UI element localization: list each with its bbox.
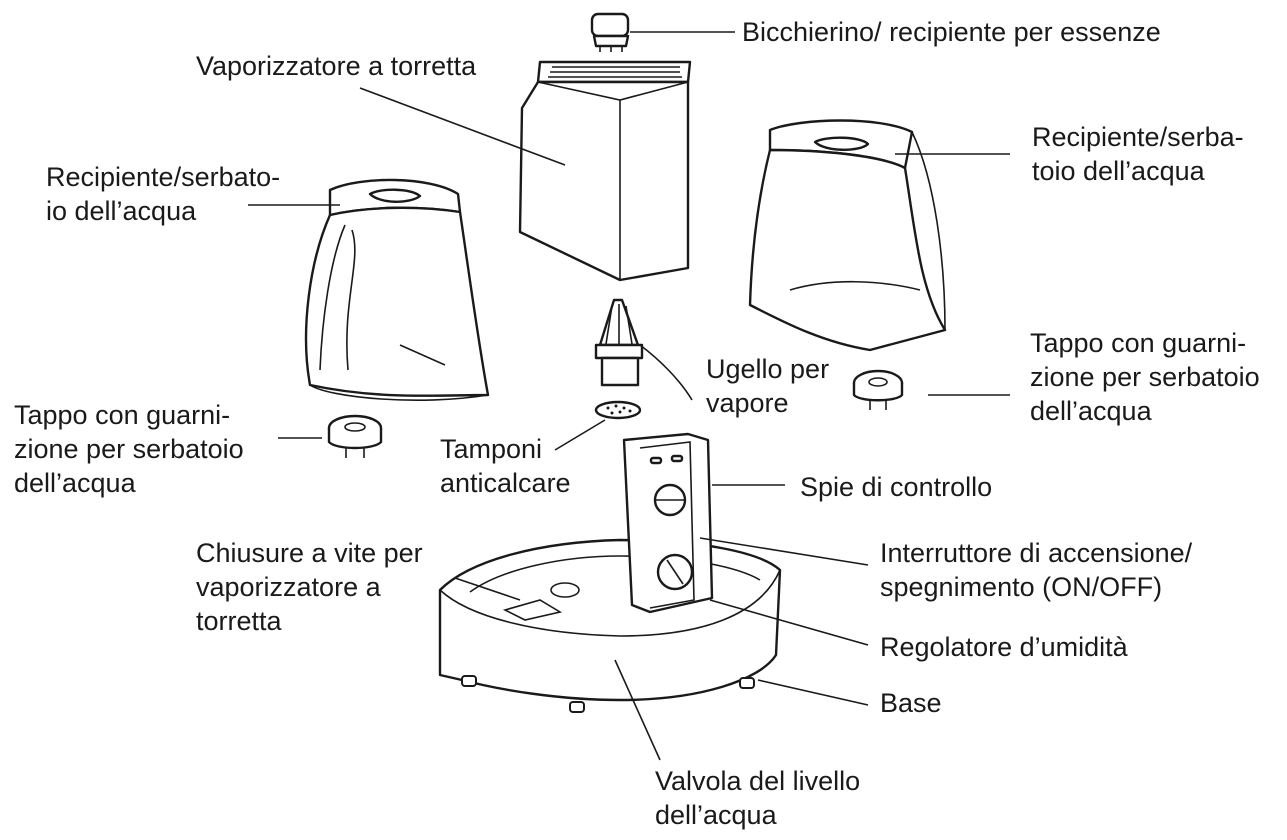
- label-control-lights: Spie di controllo: [800, 472, 993, 502]
- label-anti-scale-pads: Tamponi anticalcare: [440, 434, 571, 498]
- label-tank-right: Recipiente/serba- toio dell’acqua: [1032, 122, 1244, 186]
- steam-nozzle-drawing: [594, 298, 644, 387]
- base-unit-drawing: [438, 538, 782, 713]
- leader-lines: [248, 31, 1010, 761]
- label-steam-nozzle: Ugello per vapore: [706, 354, 830, 418]
- label-turret-vaporizer: Vaporizzatore a torretta: [196, 51, 477, 81]
- label-water-level-valve: Valvola del livello dell’acqua: [655, 766, 861, 830]
- left-cap-drawing: [327, 414, 383, 458]
- label-essence-cup: Bicchierino/ recipiente per essenze: [742, 17, 1161, 47]
- label-cap-right: Tappo con guarni- zione per serbatoio de…: [1030, 328, 1260, 426]
- right-water-tank-drawing: [748, 119, 947, 352]
- anti-scale-pads-drawing: [594, 400, 642, 420]
- label-screw-locks: Chiusure a vite per vaporizzatore a torr…: [196, 538, 423, 636]
- essence-cup-drawing: [590, 12, 630, 52]
- label-base: Base: [880, 688, 942, 718]
- turret-vaporizer-drawing: [518, 60, 692, 282]
- left-water-tank-drawing: [304, 178, 490, 401]
- label-tank-left: Recipiente/serbato- io dell’acqua: [46, 162, 281, 226]
- label-power-switch: Interruttore di accensione/ spegnimento …: [880, 538, 1193, 602]
- control-panel-drawing: [622, 432, 714, 614]
- right-cap-drawing: [852, 369, 904, 410]
- label-cap-left: Tappo con guarni- zione per serbatoio de…: [14, 400, 244, 498]
- label-humidity-regulator: Regolatore d’umidità: [880, 632, 1128, 662]
